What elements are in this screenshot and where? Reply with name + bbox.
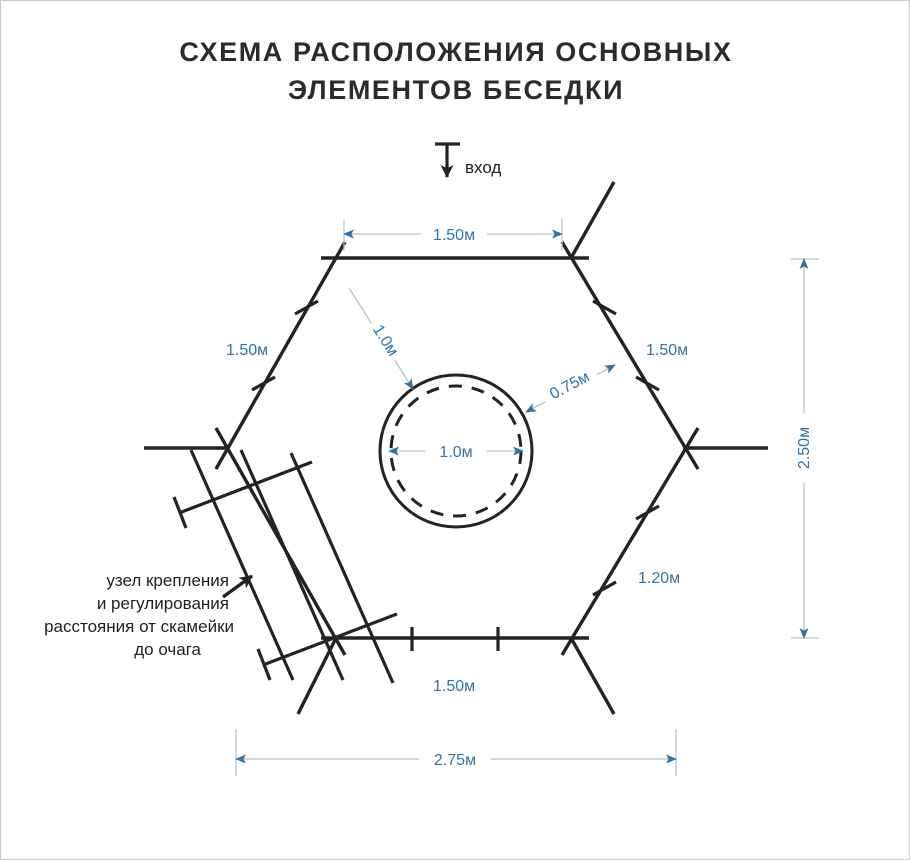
mech-rail-3 [289, 452, 395, 684]
slat-tick [635, 375, 660, 392]
page-title: СХЕМА РАСПОЛОЖЕНИЯ ОСНОВНЫХ ЭЛЕМЕНТОВ БЕ… [1, 33, 909, 109]
dimension-overall-width: 2.75м [235, 729, 677, 776]
entrance-marker: вход [435, 142, 501, 178]
dimension-label-upper-left: 1.50м [226, 342, 268, 359]
entrance-label: вход [465, 158, 501, 177]
label-backdrop [365, 317, 405, 365]
dimension-label-upper-right: 1.50м [646, 342, 688, 359]
title-line-2: ЭЛЕМЕНТОВ БЕСЕДКИ [287, 75, 625, 105]
label-backdrop [793, 413, 813, 483]
bench-upper-left [214, 241, 347, 470]
dimension-label-height: 2.50м [796, 427, 813, 469]
annotation-line-3: расстояния от скамейки [44, 617, 234, 636]
annotation-line-2: и регулирования [97, 594, 229, 613]
title-line-1: СХЕМА РАСПОЛОЖЕНИЯ ОСНОВНЫХ [179, 37, 733, 67]
adjustable-bench-assembly [172, 449, 398, 684]
dimension-label-075m: 0.75м [547, 368, 592, 403]
slat-tick [251, 375, 276, 392]
rail-bottom-right [569, 637, 616, 715]
dimension-label-top: 1.50м [433, 227, 475, 244]
annotation-callout: узел крепления и регулирования расстояни… [44, 571, 253, 659]
mech-cap-upper [172, 496, 188, 529]
annotation-line-4: до очага [134, 640, 201, 659]
dimension-top-bench: 1.50м [343, 219, 563, 251]
mech-cap-lower [256, 648, 272, 681]
bench-lower-right [560, 427, 700, 656]
annotation-arrow [222, 574, 253, 599]
slat-tick [592, 580, 617, 597]
dimension-bench-to-firepit-left: 1.0м [348, 287, 414, 390]
label-backdrop [540, 364, 600, 408]
dimension-label-bottom: 1.50м [433, 678, 475, 695]
gazebo-hexagon-benches [144, 181, 768, 715]
bench-upper-right [560, 241, 700, 470]
dimension-overall-height: 2.50м [791, 258, 819, 639]
firepit-label-backdrop [425, 441, 487, 461]
mech-cross-upper [178, 460, 313, 515]
mech-rail-1 [189, 449, 295, 681]
firepit-diameter-label: 1.0м [439, 444, 472, 461]
label-backdrop [419, 748, 491, 769]
dimension-bench-to-firepit-right: 0.75м [525, 364, 616, 413]
bench-slat-ticks [251, 299, 660, 651]
slat-tick [294, 299, 319, 316]
label-backdrop [421, 224, 487, 244]
slat-tick [635, 504, 660, 521]
firepit: 1.0м [378, 373, 534, 529]
slat-tick [592, 299, 617, 316]
annotation-line-1: узел крепления [106, 571, 229, 590]
mech-cross-lower [262, 612, 398, 667]
dimension-label-width: 2.75м [434, 752, 476, 769]
dimension-label-lower-right: 1.20м [638, 570, 680, 587]
rail-top-right [569, 181, 616, 259]
